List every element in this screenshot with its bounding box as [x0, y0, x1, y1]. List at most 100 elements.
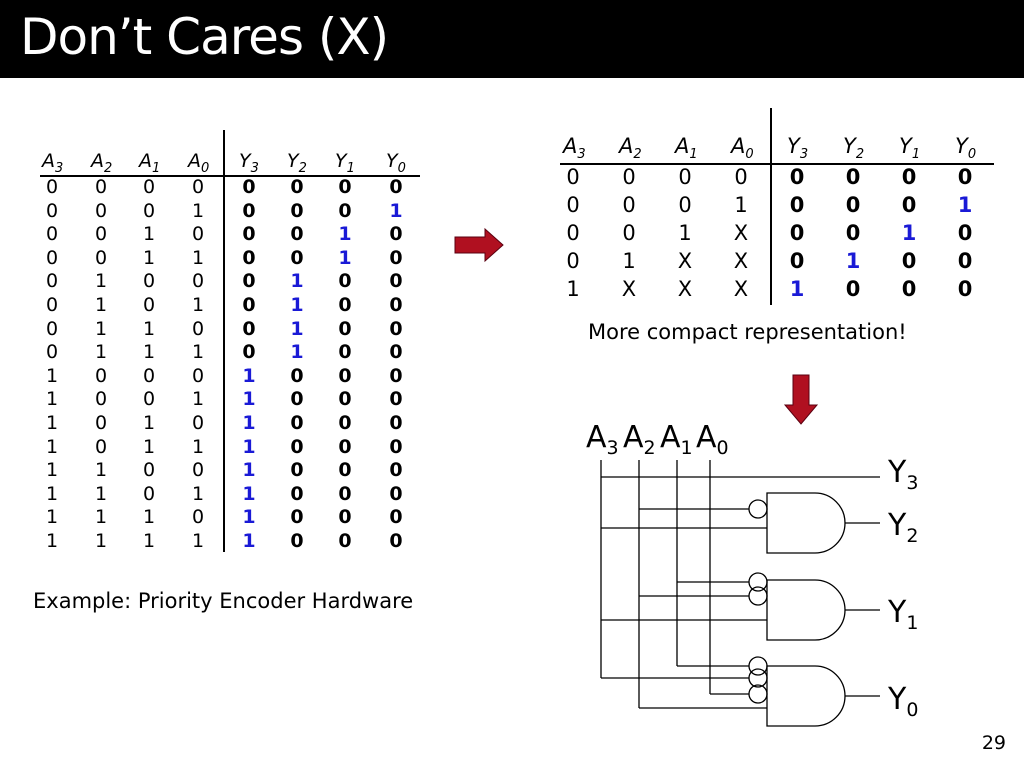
left-table-cell: 0	[290, 223, 304, 246]
left-table-cell: 1	[45, 506, 59, 529]
left-table-cell: 1	[94, 341, 108, 364]
left-table-cell: 1	[94, 270, 108, 293]
left-table-cell: 0	[290, 435, 304, 458]
left-table-cell: 0	[338, 317, 352, 340]
right-table-cell: 0	[957, 165, 973, 189]
left-table-cell: 0	[290, 506, 304, 529]
left-table-cell: 0	[45, 223, 59, 246]
right-table-cell: 0	[901, 193, 917, 217]
left-table-cell: 0	[389, 412, 403, 434]
circuit-input-a3: A3	[586, 420, 619, 459]
circuit-input-a2: A2	[623, 420, 656, 459]
left-table-cell: 0	[290, 176, 304, 198]
right-table-cell: 0	[845, 165, 861, 189]
right-table-cell: 0	[957, 221, 973, 245]
left-table-cell: 0	[389, 435, 403, 458]
right-table-cell: 1	[566, 277, 580, 301]
left-table-cell: 0	[191, 364, 205, 387]
right-table-cell: 0	[566, 193, 580, 217]
left-table-cell: 0	[389, 388, 403, 411]
left-table-cell: 1	[142, 341, 156, 364]
left-table-cell: 1	[242, 364, 256, 387]
priority-encoder-circuit	[600, 460, 880, 727]
circuit-input-a1: A1	[660, 420, 693, 459]
left-table-cell: 0	[290, 364, 304, 387]
left-table-cell: 0	[389, 246, 403, 269]
left-table-cell: 0	[94, 364, 108, 387]
left-table-cell: 1	[191, 341, 205, 364]
left-table-cell: 1	[191, 435, 205, 458]
slide-title: Don’t Cares (X)	[20, 8, 389, 66]
right-table-cell: X	[621, 277, 637, 301]
left-table-cell: 1	[191, 530, 205, 552]
left-table-cell: 0	[338, 294, 352, 316]
page-number: 29	[981, 732, 1006, 754]
left-table-cell: 1	[389, 199, 403, 222]
left-table-cell: 0	[338, 199, 352, 222]
left-table-cell: 1	[242, 530, 256, 552]
right-table-cell: 0	[901, 165, 917, 189]
left-table-cell: 0	[389, 223, 403, 246]
left-table-cell: 0	[290, 388, 304, 411]
right-table-cell: 0	[566, 165, 580, 189]
left-table-cell: 0	[338, 341, 352, 364]
left-table-cell: 0	[45, 317, 59, 340]
left-table-cell: 0	[290, 530, 304, 552]
right-table-header-y3: Y3	[787, 134, 809, 163]
right-table-cell: 0	[789, 165, 805, 189]
right-table-cell: 0	[678, 193, 692, 217]
right-arrow-icon	[454, 227, 504, 263]
left-table-cell: 1	[290, 270, 304, 293]
left-table-cell: 0	[389, 176, 403, 198]
left-table-cell: 0	[338, 435, 352, 458]
left-table-header-a3: A3	[42, 150, 64, 176]
left-table-cell: 0	[94, 246, 108, 269]
right-table-cell: 1	[734, 193, 748, 217]
left-table-cell: 1	[242, 506, 256, 529]
right-table-cell: 0	[789, 249, 805, 273]
right-table-header-a0: A0	[731, 134, 754, 163]
left-table-cell: 1	[290, 294, 304, 316]
left-table-cell: 0	[45, 199, 59, 222]
left-table-cell: 0	[94, 223, 108, 246]
left-table-cell: 0	[94, 388, 108, 411]
circuit-input-a0: A0	[696, 420, 729, 459]
left-table-header-y1: Y1	[335, 150, 355, 176]
left-table-header-y0: Y0	[386, 150, 406, 176]
left-table-cell: 0	[389, 317, 403, 340]
left-table-cell: 0	[389, 506, 403, 529]
left-table-cell: 1	[94, 317, 108, 340]
left-table-cell: 1	[290, 317, 304, 340]
right-table-cell: X	[733, 277, 749, 301]
left-table-cell: 1	[45, 459, 59, 482]
left-table-cell: 0	[290, 246, 304, 269]
left-table-cell: 0	[338, 270, 352, 293]
left-table-cell: 1	[45, 482, 59, 505]
left-table-cell: 0	[242, 176, 256, 198]
left-table-cell: 0	[94, 435, 108, 458]
right-table-header-a1: A1	[675, 134, 698, 163]
right-table-cell: 1	[678, 221, 692, 245]
left-table-cell: 0	[191, 317, 205, 340]
right-table-cell: 0	[678, 165, 692, 189]
left-table-header-y2: Y2	[287, 150, 307, 176]
right-table-cell: 1	[789, 277, 805, 301]
left-table-header-a2: A2	[91, 150, 113, 176]
left-table-cell: 0	[338, 388, 352, 411]
left-table-cell: 1	[94, 482, 108, 505]
left-table-cell: 0	[191, 176, 205, 198]
left-table-cell: 1	[45, 435, 59, 458]
left-table-cell: 0	[389, 341, 403, 364]
right-table-cell: 1	[901, 221, 917, 245]
right-table-cell: 1	[845, 249, 861, 273]
left-table-cell: 1	[338, 223, 352, 246]
left-table-cell: 0	[290, 412, 304, 434]
right-table-cell: 0	[622, 221, 636, 245]
left-table-cell: 1	[242, 388, 256, 411]
right-table-cell: 0	[845, 221, 861, 245]
right-table-cell: 0	[901, 249, 917, 273]
right-table-cell: 0	[957, 277, 973, 301]
left-table-cell: 0	[242, 341, 256, 364]
left-table-cell: 0	[45, 246, 59, 269]
left-table-cell: 0	[389, 530, 403, 552]
